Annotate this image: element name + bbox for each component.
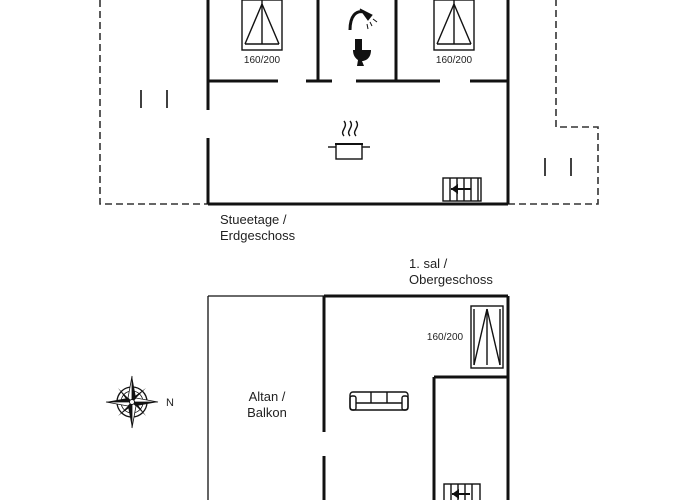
stairs-icon [443, 483, 481, 500]
ground-walls [206, 0, 510, 206]
terrace-outline [99, 0, 599, 205]
balcony-outline [207, 295, 324, 500]
bed-icon [241, 0, 283, 51]
terrace-marks [140, 90, 572, 176]
upper-floor-label-line2: Obergeschoss [409, 272, 493, 287]
bed-icon [470, 305, 504, 369]
ground-floor-label-line2: Erdgeschoss [220, 228, 296, 243]
balcony-label-line1: Altan / [249, 389, 286, 404]
compass-icon [105, 375, 159, 429]
stairs-icon [442, 177, 482, 202]
bed-right-size: 160/200 [436, 55, 473, 66]
toilet-icon [353, 39, 371, 66]
bed-icon [433, 0, 475, 51]
ground-floor-label-line1: Stueetage / [220, 212, 287, 227]
upper-floor: 1. sal / Obergeschoss 160/200 [207, 256, 510, 500]
cooking-pot-icon [328, 120, 370, 160]
ground-floor: 160/200 160/200 [99, 0, 599, 243]
upper-walls [322, 294, 510, 500]
compass-north-label: N [166, 397, 174, 409]
upper-floor-label-line1: 1. sal / [409, 256, 448, 271]
shower-icon [348, 8, 378, 31]
balcony-label-line2: Balkon [247, 405, 287, 420]
bed-upper-size: 160/200 [427, 332, 464, 343]
sofa-icon [349, 391, 409, 411]
bed-left-size: 160/200 [244, 55, 281, 66]
